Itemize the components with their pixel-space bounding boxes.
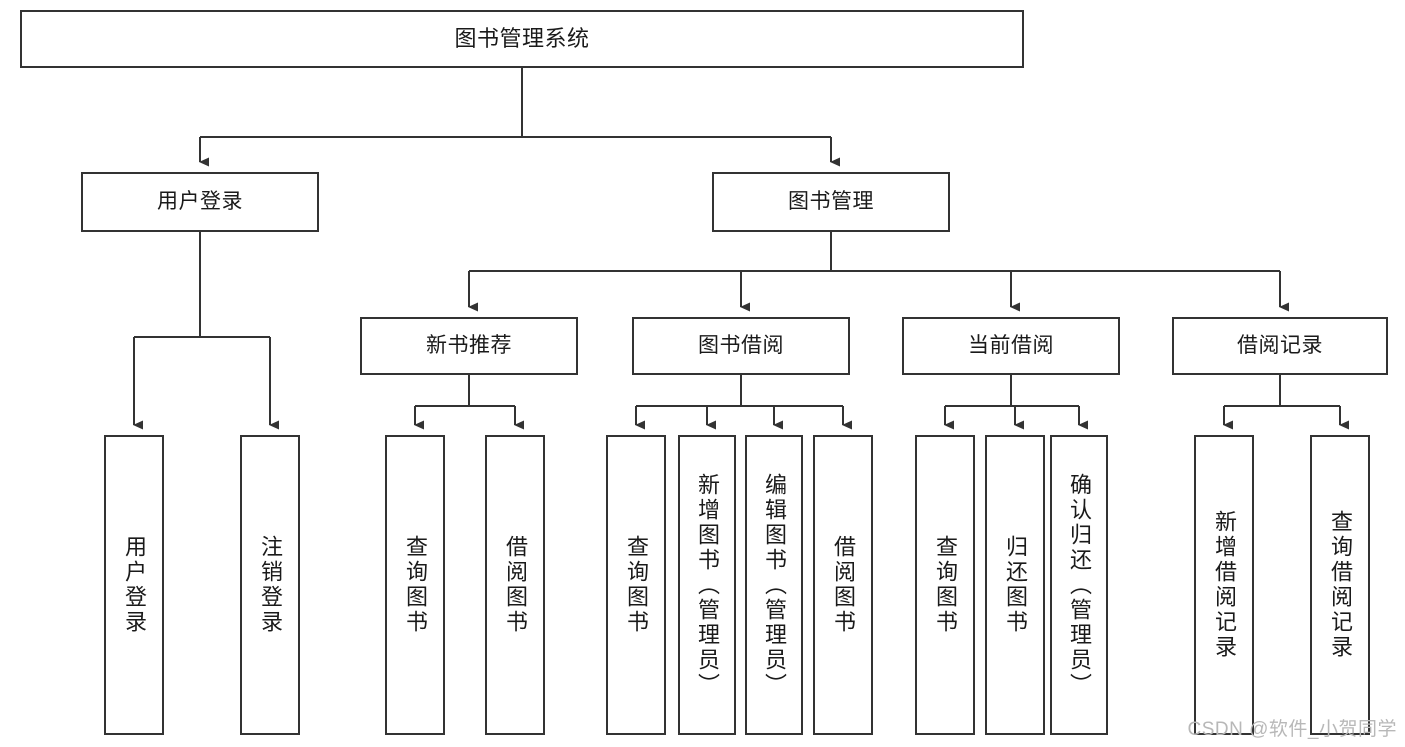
node-leaf-borrow-1[interactable]: 借阅图书 <box>485 435 545 735</box>
node-new-book-rec[interactable]: 新书推荐 <box>360 317 578 375</box>
node-leaf-user-login[interactable]: 用户登录 <box>104 435 164 735</box>
node-leaf-edit-book[interactable]: 编辑图书（管理员） <box>745 435 803 735</box>
node-book-borrow[interactable]: 图书借阅 <box>632 317 850 375</box>
node-label: 当前借阅 <box>968 333 1054 357</box>
node-root[interactable]: 图书管理系统 <box>20 10 1024 68</box>
node-label: 用户登录 <box>157 189 243 213</box>
node-label: 新增借阅记录 <box>1212 510 1237 660</box>
node-label: 编辑图书（管理员） <box>762 472 787 698</box>
node-leaf-add-book[interactable]: 新增图书（管理员） <box>678 435 736 735</box>
watermark-label: CSDN @软件_小贺同学 <box>1187 719 1397 740</box>
node-leaf-query-rec[interactable]: 查询借阅记录 <box>1310 435 1370 735</box>
node-label: 图书管理系统 <box>454 26 590 52</box>
node-label: 借阅图书 <box>831 535 856 635</box>
node-leaf-confirm[interactable]: 确认归还（管理员） <box>1050 435 1108 735</box>
node-label: 新增图书（管理员） <box>695 472 720 698</box>
node-label: 查询借阅记录 <box>1328 510 1353 660</box>
node-label: 查询图书 <box>933 535 958 635</box>
node-borrow-record[interactable]: 借阅记录 <box>1172 317 1388 375</box>
node-leaf-return[interactable]: 归还图书 <box>985 435 1045 735</box>
node-label: 用户登录 <box>122 535 147 635</box>
node-label: 图书管理 <box>788 189 874 213</box>
node-label: 归还图书 <box>1003 535 1028 635</box>
node-current-borrow[interactable]: 当前借阅 <box>902 317 1120 375</box>
node-leaf-logout[interactable]: 注销登录 <box>240 435 300 735</box>
node-label: 查询图书 <box>403 535 428 635</box>
node-label: 查询图书 <box>624 535 649 635</box>
node-leaf-borrow-2[interactable]: 借阅图书 <box>813 435 873 735</box>
node-label: 图书借阅 <box>698 333 784 357</box>
node-label: 借阅图书 <box>503 535 528 635</box>
node-leaf-query-2[interactable]: 查询图书 <box>606 435 666 735</box>
node-book-manage[interactable]: 图书管理 <box>712 172 950 232</box>
node-label: 新书推荐 <box>426 333 512 357</box>
node-leaf-query-1[interactable]: 查询图书 <box>385 435 445 735</box>
node-user-login[interactable]: 用户登录 <box>81 172 319 232</box>
node-leaf-add-record[interactable]: 新增借阅记录 <box>1194 435 1254 735</box>
node-label: 借阅记录 <box>1237 333 1323 357</box>
node-label: 注销登录 <box>258 535 283 635</box>
node-label: 确认归还（管理员） <box>1067 472 1092 698</box>
node-leaf-query-3[interactable]: 查询图书 <box>915 435 975 735</box>
